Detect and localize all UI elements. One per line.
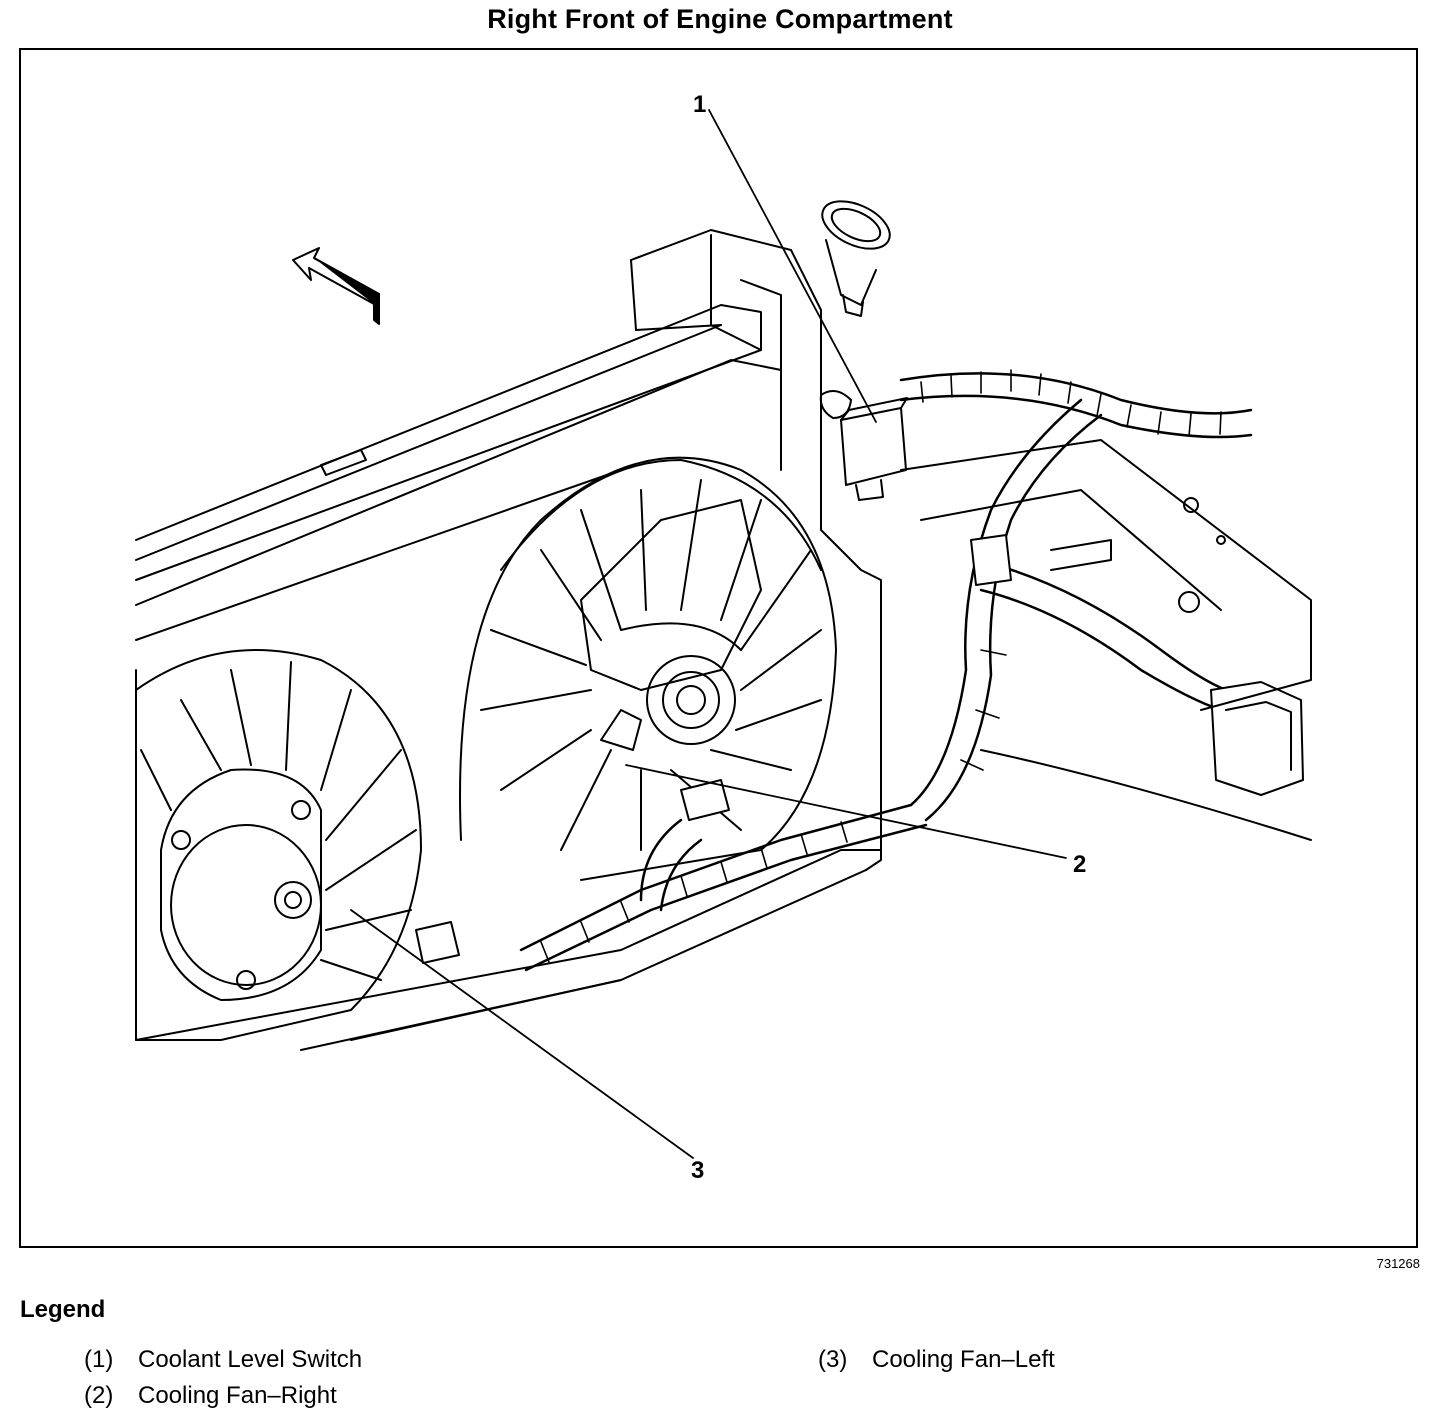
frame-rail (900, 439, 1312, 841)
legend-heading: Legend (20, 1296, 106, 1323)
radiator-assembly (135, 229, 882, 1051)
illustration-frame: 1 2 3 (19, 48, 1418, 1248)
radiator-cap-neck (821, 200, 891, 317)
legend-label: Cooling Fan–Right (138, 1382, 337, 1409)
legend-number: (3) (818, 1346, 848, 1373)
callout-3: 3 (691, 1157, 704, 1184)
callout-leader-lines (350, 109, 1067, 1159)
legend-label: Cooling Fan–Left (872, 1346, 1055, 1373)
front-arrow-icon (292, 247, 380, 325)
legend-item-1: (1) Coolant Level Switch (84, 1346, 362, 1374)
engine-compartment-illustration: 1 2 3 (135, 91, 1312, 1184)
diagram-title: Right Front of Engine Compartment (487, 4, 953, 34)
figure-id: 731268 (1376, 1256, 1420, 1271)
cooling-fan-right (459, 456, 837, 881)
callout-2: 2 (1073, 851, 1086, 878)
legend-item-3: (3) Cooling Fan–Left (818, 1346, 1055, 1374)
legend-number: (2) (84, 1382, 114, 1409)
callout-1: 1 (693, 91, 706, 118)
cooling-fan-left (135, 649, 422, 1041)
harness-convolute-marks (540, 369, 1222, 963)
legend-label: Coolant Level Switch (138, 1346, 363, 1373)
harness-connectors (415, 534, 1304, 964)
legend-number: (1) (84, 1346, 114, 1373)
legend-item-2: (2) Cooling Fan–Right (84, 1382, 337, 1410)
coolant-level-switch (819, 390, 908, 501)
